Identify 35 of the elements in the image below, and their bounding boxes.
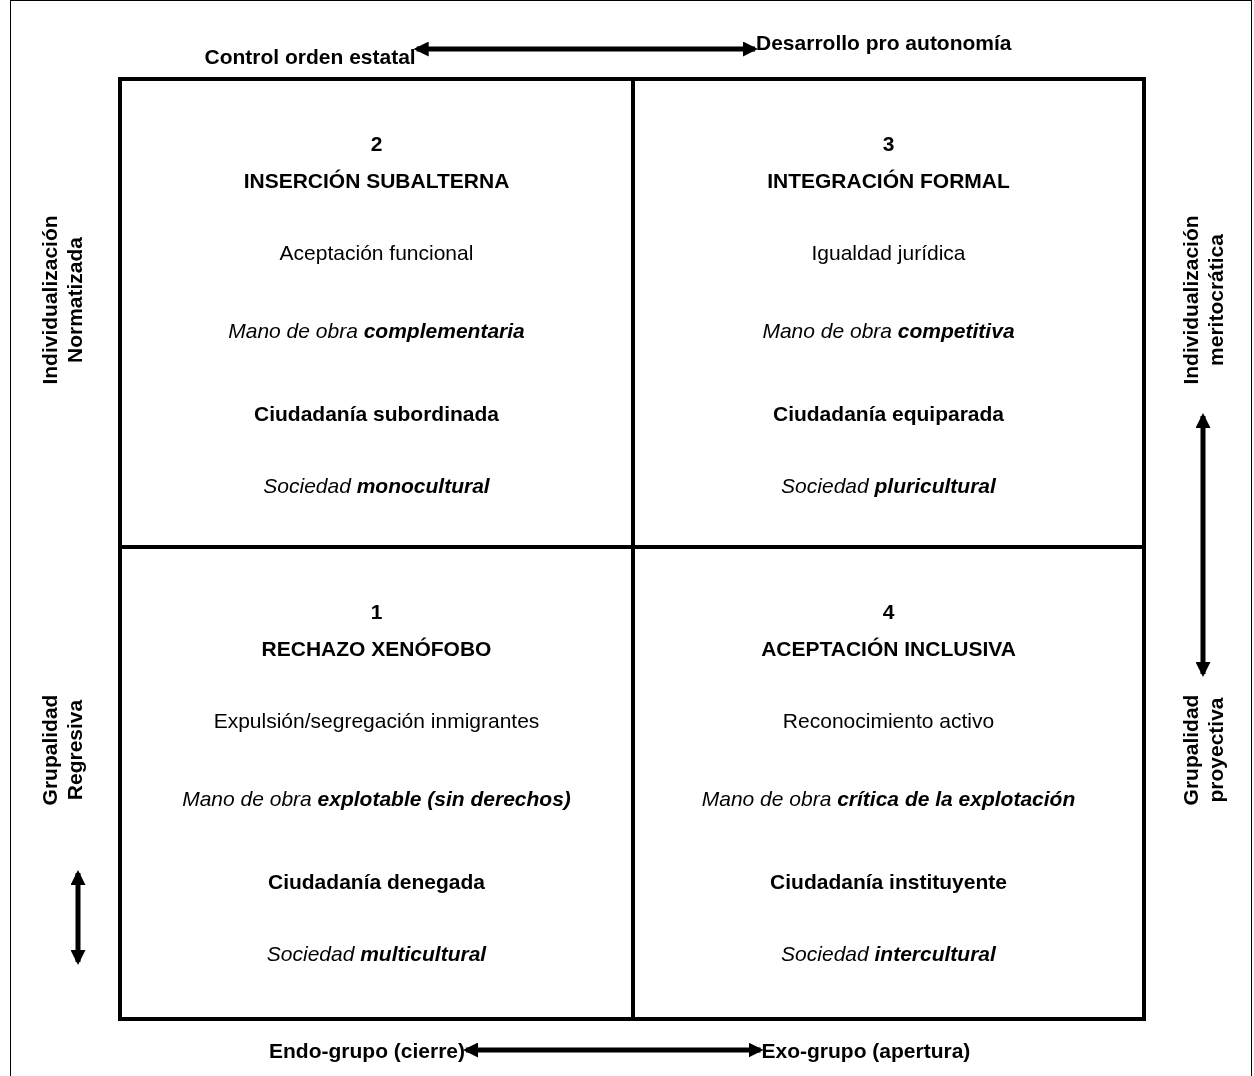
- quadrant-number: 1: [369, 599, 384, 625]
- quadrant-text: Aceptación funcional: [278, 240, 475, 266]
- quadrant-text: Mano de obra crítica de la explotación: [700, 786, 1077, 812]
- double-arrow: [413, 41, 758, 57]
- axis-label: Exo-grupo (apertura): [761, 1037, 971, 1063]
- quadrant-number: 2: [369, 131, 384, 157]
- axis-label: Endo-grupo (cierre): [269, 1037, 465, 1063]
- quadrant-text: Sociedad multicultural: [265, 941, 488, 967]
- quadrant-text: Sociedad pluricultural: [780, 473, 997, 499]
- quadrant-title: INSERCIÓN SUBALTERNA: [242, 168, 511, 194]
- quadrant-text: Reconocimiento activo: [781, 708, 996, 734]
- quadrant-title: INTEGRACIÓN FORMAL: [766, 168, 1011, 194]
- quadrant-text: Ciudadanía equiparada: [771, 401, 1006, 427]
- quadrant-text: Ciudadanía denegada: [266, 869, 486, 895]
- quadrant-text: Igualdad jurídica: [810, 240, 967, 266]
- quadrant-title: RECHAZO XENÓFOBO: [260, 636, 493, 662]
- quadrant-text: Mano de obra complementaria: [227, 318, 526, 344]
- quadrant-text: Mano de obra competitiva: [761, 318, 1016, 344]
- axis-label: Individualización meritocrática: [1178, 185, 1228, 415]
- axis-label: Grupalidad Regresiva: [37, 675, 87, 825]
- quadrant-text: Expulsión/segregación inmigrantes: [212, 708, 541, 734]
- quadrant-title: ACEPTACIÓN INCLUSIVA: [760, 636, 1017, 662]
- quadrant-number: 4: [881, 599, 896, 625]
- quadrant-text: Sociedad monocultural: [262, 473, 491, 499]
- axis-label: Desarrollo pro autonomía: [756, 29, 1012, 55]
- quadrant-text: Ciudadanía subordinada: [253, 401, 500, 427]
- quadrant-text: Ciudadanía instituyente: [769, 869, 1008, 895]
- quadrant-text: Mano de obra explotable (sin derechos): [181, 786, 572, 812]
- quadrant-text: Sociedad intercultural: [780, 941, 997, 967]
- axis-label: Individualización Normatizada: [37, 185, 87, 415]
- double-arrow: [463, 1042, 764, 1058]
- double-arrow: [1195, 413, 1211, 677]
- quadrant-number: 3: [881, 131, 896, 157]
- axis-label: Control orden estatal: [204, 43, 416, 69]
- axis-label: Grupalidad proyectiva: [1178, 675, 1228, 825]
